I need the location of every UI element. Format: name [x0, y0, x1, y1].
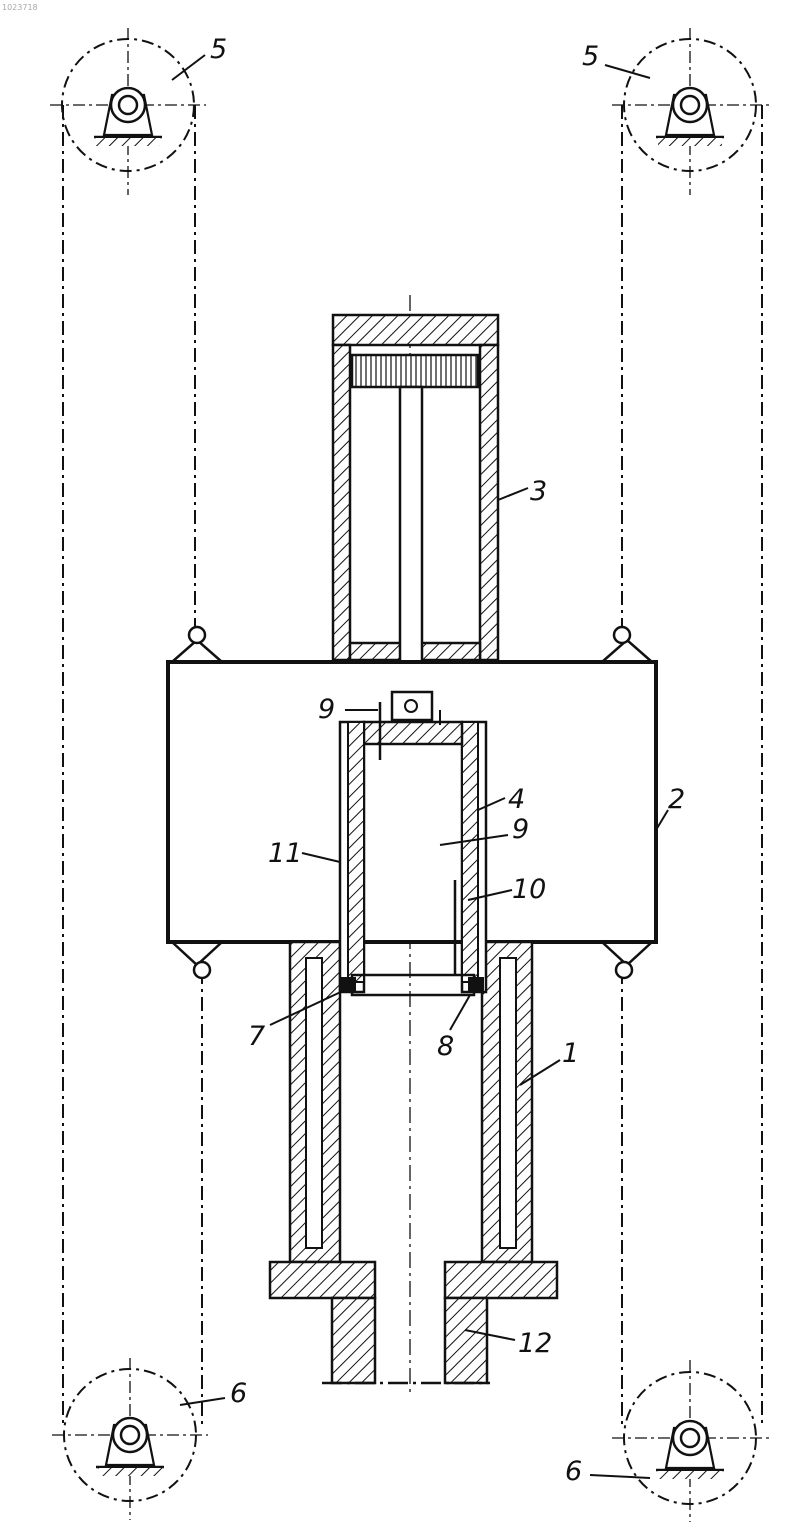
label-6-left: 6 — [230, 1378, 247, 1409]
label-2: 2 — [668, 784, 685, 815]
sprocket-bottom-right — [612, 1360, 770, 1522]
label-9-top: 9 — [318, 694, 335, 725]
sprocket-top-right — [612, 28, 770, 195]
label-3: 3 — [530, 476, 547, 507]
corner-code: 1023718 — [2, 3, 38, 12]
label-7: 7 — [248, 1021, 265, 1052]
label-10: 10 — [512, 874, 546, 905]
sprocket-top-left — [50, 28, 206, 195]
upper-cylinder — [333, 315, 498, 692]
lower-cylinder — [290, 942, 532, 1262]
base-flange — [270, 1262, 557, 1383]
label-9-mid: 9 — [512, 814, 529, 845]
label-5-right: 5 — [582, 41, 599, 72]
label-8: 8 — [437, 1031, 454, 1062]
label-5-left: 5 — [210, 34, 227, 65]
label-11: 11 — [268, 838, 302, 869]
label-1: 1 — [562, 1038, 579, 1069]
carriage — [168, 627, 656, 978]
label-4: 4 — [508, 784, 525, 815]
label-12: 12 — [518, 1328, 552, 1359]
sprocket-bottom-left — [52, 1358, 208, 1520]
label-6-right: 6 — [565, 1456, 582, 1487]
